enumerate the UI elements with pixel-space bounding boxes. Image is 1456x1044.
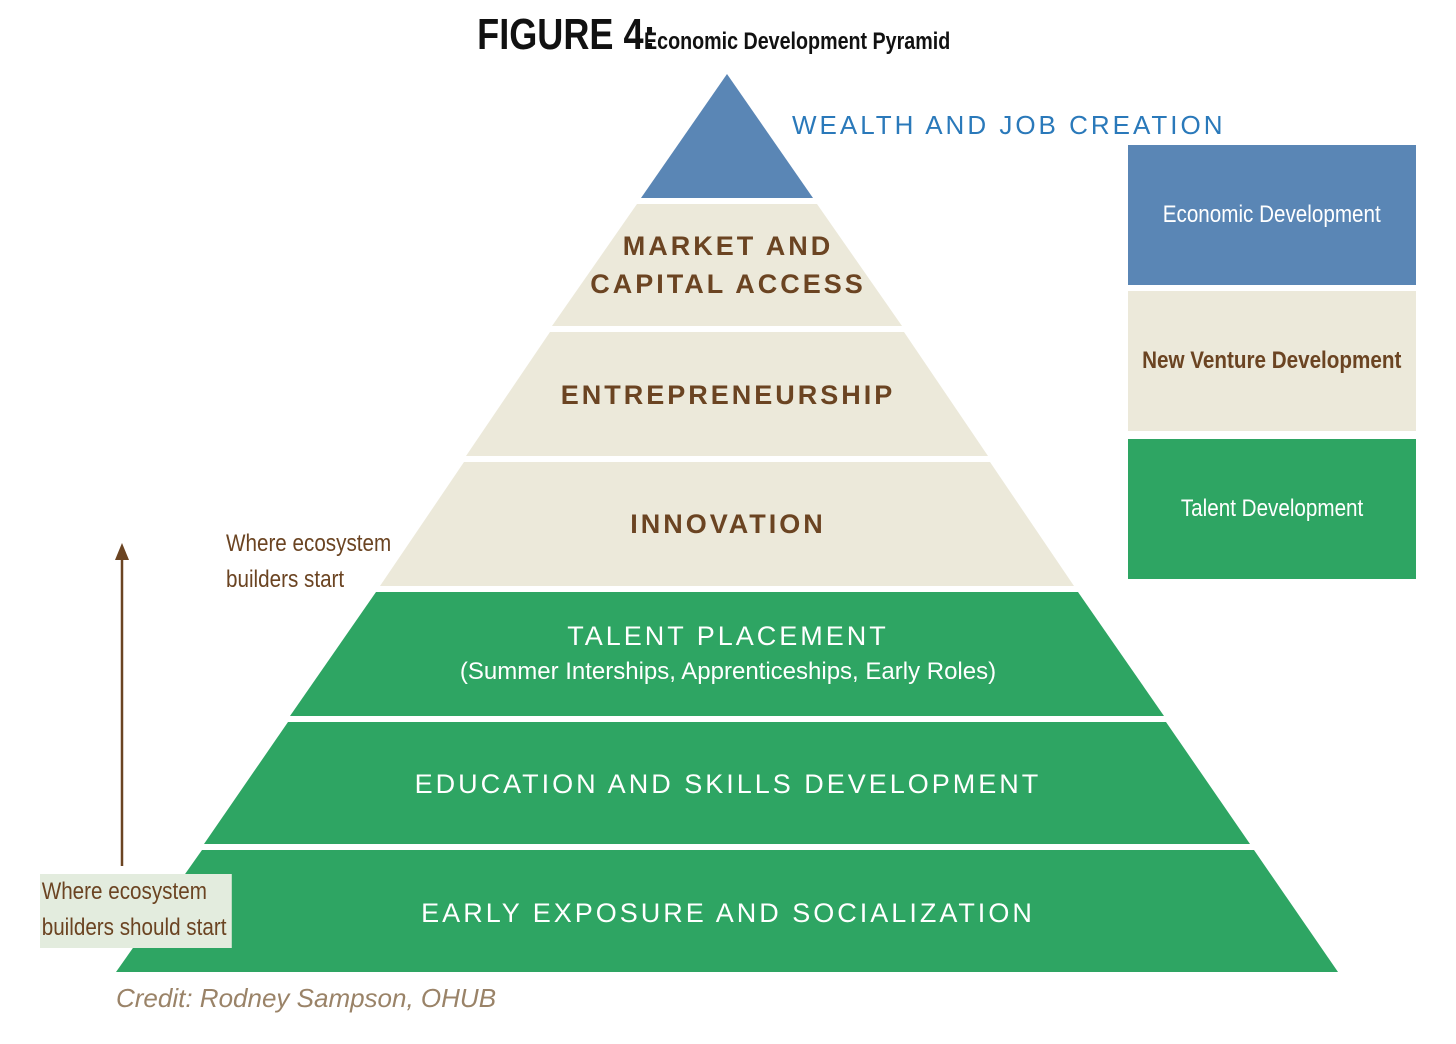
legend-talent-development: Talent Development xyxy=(1128,439,1416,579)
tier-early-exposure xyxy=(116,850,1338,972)
tier-innovation xyxy=(380,462,1074,586)
note-line: builders start xyxy=(226,566,345,593)
note-line: Where ecosystem xyxy=(226,530,392,557)
tier-label-innovation: INNOVATION xyxy=(630,509,826,539)
note-line: Where ecosystem xyxy=(41,878,207,905)
tier-market-capital-access xyxy=(552,204,902,326)
note-where-builders-should-start: Where ecosystem builders should start xyxy=(40,874,232,948)
legend-label: New Venture Development xyxy=(1142,347,1402,374)
note-line: builders should start xyxy=(41,914,227,941)
tier-label-entrepreneurship: ENTREPRENEURSHIP xyxy=(560,380,896,410)
tier-label-education-skills: EDUCATION AND SKILLS DEVELOPMENT xyxy=(414,769,1042,799)
note-where-builders-start: Where ecosystem builders start xyxy=(226,526,391,598)
tier-talent-placement xyxy=(290,592,1164,716)
legend-label: Economic Development xyxy=(1163,201,1381,228)
figure-number: FIGURE 4: xyxy=(477,10,656,59)
tier-sublabel-talent-placement: (Summer Interships, Apprenticeships, Ear… xyxy=(459,658,997,685)
figure-subtitle: Economic Development Pyramid xyxy=(644,28,951,55)
tier-label-talent-placement: TALENT PLACEMENT xyxy=(567,621,889,651)
tier-entrepreneurship xyxy=(466,332,988,456)
legend-label: Talent Development xyxy=(1180,495,1364,522)
legend-new-venture-development: New Venture Development xyxy=(1128,291,1416,431)
tier-label-market-and: MARKET AND xyxy=(622,231,834,261)
tier-label-early-exposure: EARLY EXPOSURE AND SOCIALIZATION xyxy=(421,898,1035,928)
figure-title: FIGURE 4: Economic Development Pyramid xyxy=(0,10,1456,60)
tier-education-skills xyxy=(204,722,1250,844)
credit-line: Credit: Rodney Sampson, OHUB xyxy=(116,983,497,1013)
apex-label: WEALTH AND JOB CREATION xyxy=(792,110,1226,140)
progress-arrow-head xyxy=(115,543,129,560)
tier-label-capital-access: CAPITAL ACCESS xyxy=(590,269,866,299)
legend-economic-development: Economic Development xyxy=(1128,145,1416,285)
pyramid-apex xyxy=(641,74,813,198)
